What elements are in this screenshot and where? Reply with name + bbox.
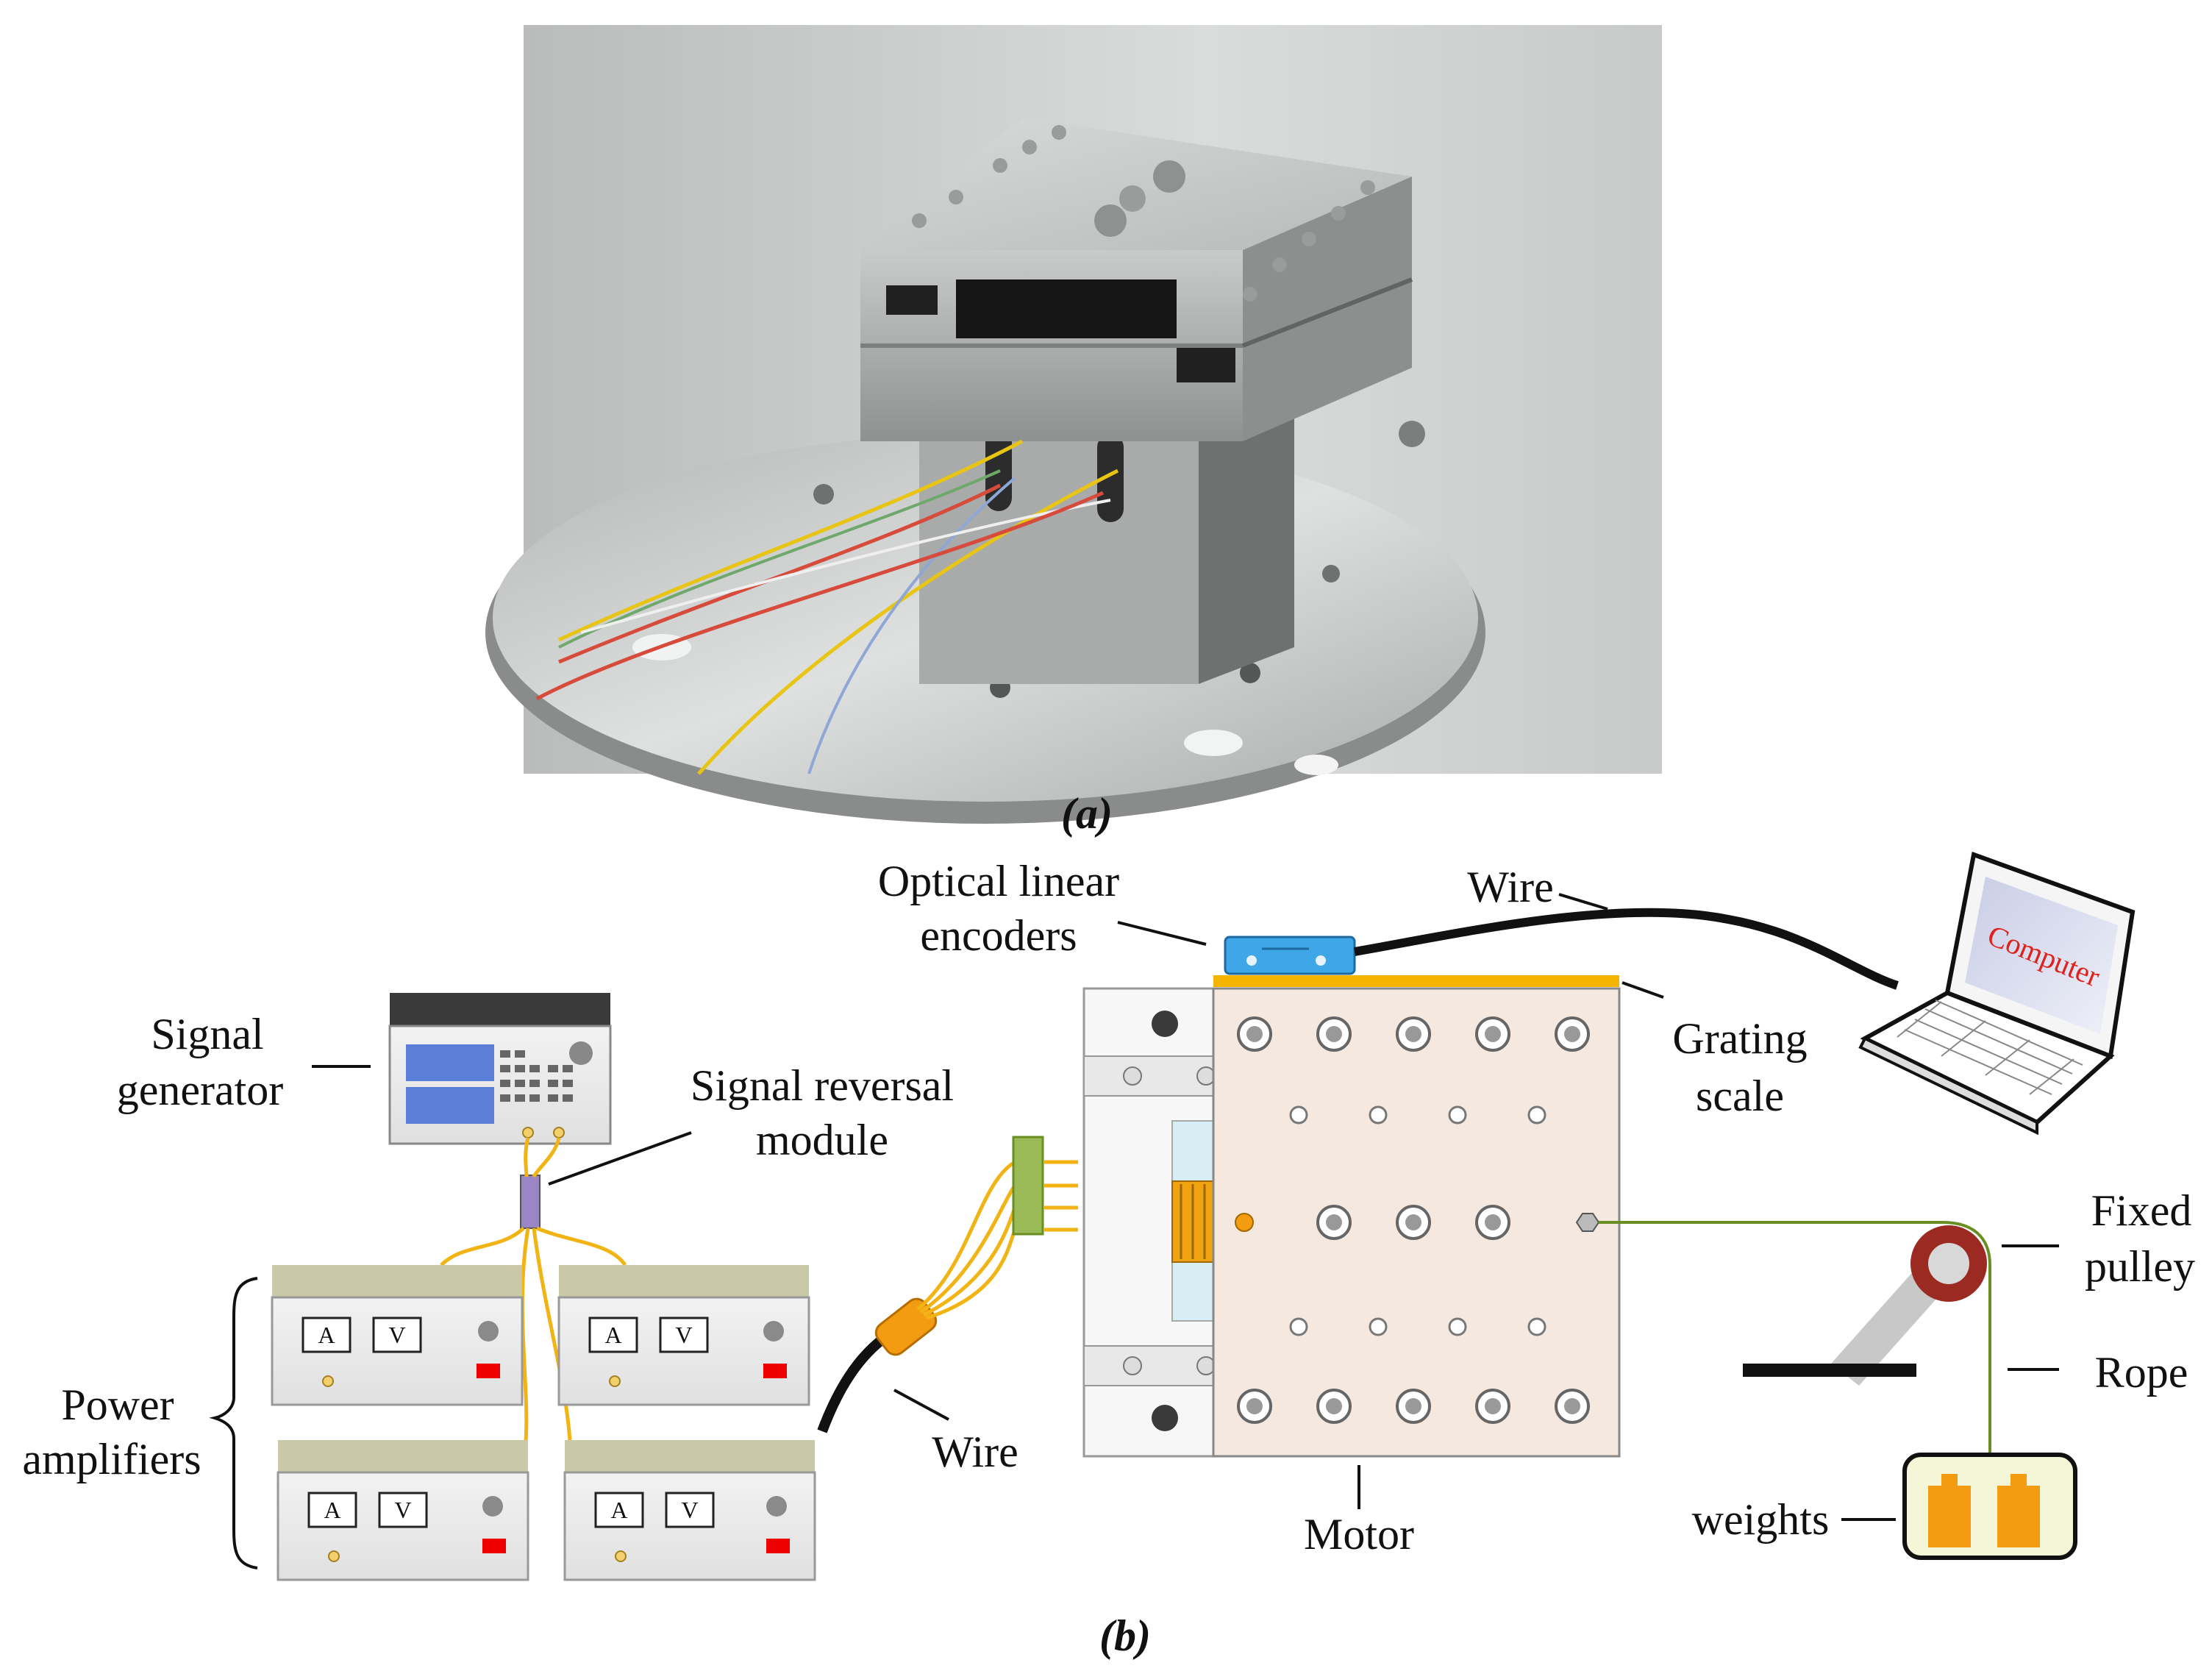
motor-assembly bbox=[1082, 975, 1621, 1458]
grating-scale-label-line2: scale bbox=[1696, 1072, 1784, 1120]
computer-laptop: Computer bbox=[1858, 851, 2136, 1136]
svg-text:A: A bbox=[318, 1322, 335, 1348]
svg-text:A: A bbox=[610, 1497, 627, 1523]
power-amplifiers-label: Power bbox=[61, 1380, 174, 1429]
signal-reversal-module-label-line2: module bbox=[756, 1116, 888, 1164]
signal-generator-label: Signal bbox=[151, 1010, 263, 1058]
rope-label: Rope bbox=[2095, 1348, 2188, 1397]
signal-reversal-module bbox=[520, 1175, 540, 1229]
svg-text:V: V bbox=[675, 1322, 692, 1348]
svg-text:V: V bbox=[681, 1497, 698, 1523]
signal-wiring bbox=[440, 1137, 627, 1442]
wire-left-leader bbox=[893, 1389, 949, 1421]
power-amplifiers-label-line2: amplifiers bbox=[22, 1435, 201, 1483]
power-amplifier-2: A V bbox=[557, 1265, 810, 1406]
power-amplifier-4: A V bbox=[563, 1440, 816, 1581]
fixed-pulley-label-line2: pulley bbox=[2085, 1242, 2195, 1291]
amplifier-bracket bbox=[209, 1277, 258, 1570]
motor-cable bbox=[817, 1136, 1078, 1433]
svg-text:V: V bbox=[388, 1322, 405, 1348]
wire-left-label: Wire bbox=[932, 1428, 1018, 1476]
signal-reversal-module-label: Signal reversal bbox=[691, 1061, 954, 1110]
panel-b-caption: (b) bbox=[1099, 1611, 1151, 1660]
encoder-cable bbox=[1353, 908, 1899, 990]
fixed-pulley-label: Fixed bbox=[2091, 1186, 2192, 1235]
power-amplifier-3: A V bbox=[276, 1440, 529, 1581]
power-amplifier-1: A V bbox=[271, 1265, 524, 1406]
signal-reversal-leader bbox=[548, 1131, 692, 1186]
load-system bbox=[1599, 1221, 2077, 1560]
svg-text:A: A bbox=[324, 1497, 340, 1523]
signal-generator-device bbox=[388, 993, 612, 1145]
optical-linear-encoders-label: Optical linear bbox=[878, 857, 1119, 905]
panel-a-photo bbox=[485, 25, 1662, 824]
signal-generator-label-line2: generator bbox=[117, 1066, 284, 1114]
wire-top-label: Wire bbox=[1467, 863, 1554, 911]
optical-linear-encoder bbox=[1224, 936, 1356, 975]
svg-text:V: V bbox=[394, 1497, 411, 1523]
wire-top-leader bbox=[1558, 893, 1608, 911]
weights-label: weights bbox=[1692, 1495, 1830, 1544]
motor-label: Motor bbox=[1304, 1510, 1414, 1558]
svg-text:A: A bbox=[604, 1322, 621, 1348]
grating-leader bbox=[1621, 981, 1664, 999]
encoder-leader bbox=[1117, 921, 1207, 946]
grating-scale-label: Grating bbox=[1672, 1014, 1807, 1063]
optical-linear-encoders-label-line2: encoders bbox=[920, 911, 1077, 960]
panel-a-caption: (a) bbox=[1061, 789, 1113, 838]
